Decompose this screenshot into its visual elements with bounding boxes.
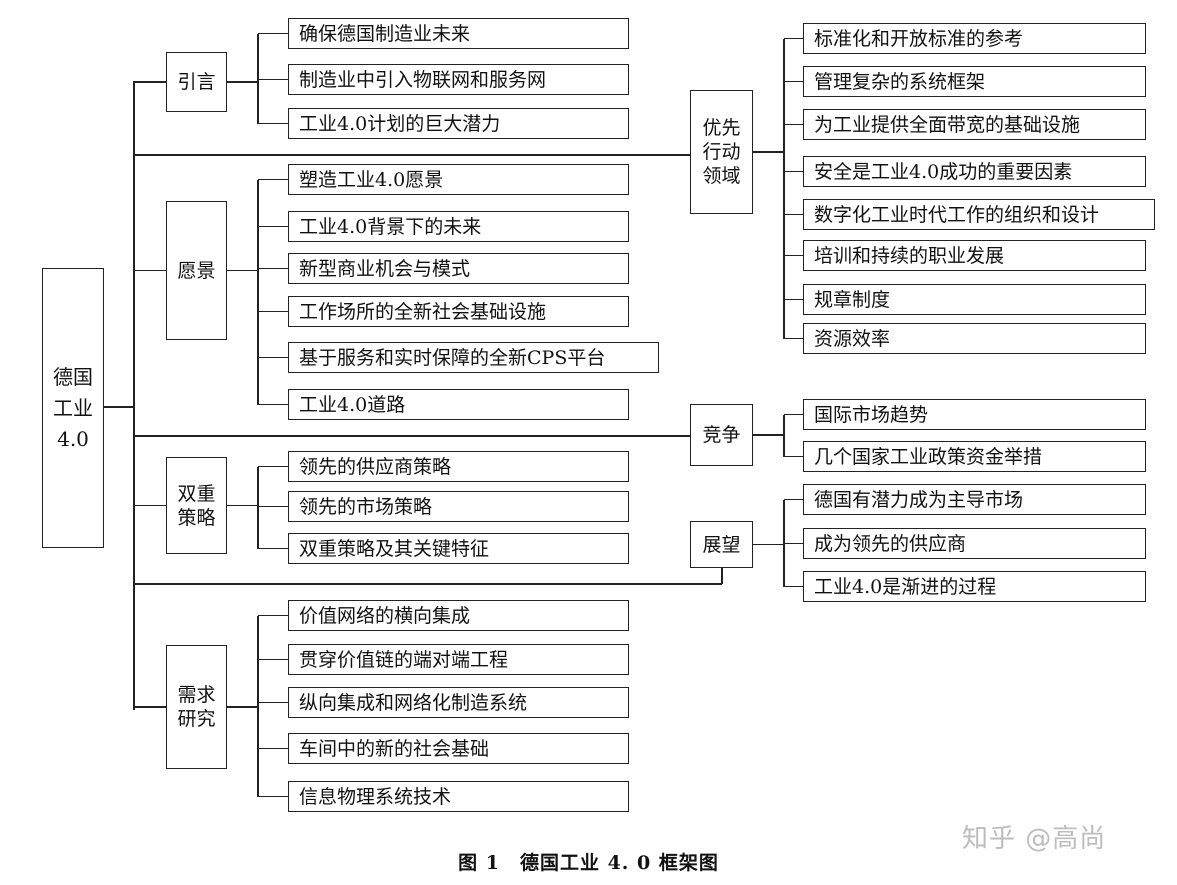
- connector-line: [258, 225, 288, 228]
- category-node: 双重策略: [166, 457, 227, 554]
- leaf-node: 为工业提供全面带宽的基础设施: [803, 109, 1146, 140]
- connector-line: [133, 81, 135, 710]
- connector-line: [784, 254, 803, 257]
- leaf-node: 国际市场趋势: [803, 399, 1146, 430]
- leaf-node: 培训和持续的职业发展: [803, 240, 1146, 271]
- category-node: 展望: [690, 521, 753, 568]
- leaf-node: 规章制度: [803, 284, 1146, 315]
- connector-line: [227, 706, 258, 708]
- connector-line: [784, 37, 803, 40]
- connector-line: [784, 213, 803, 216]
- connector-line: [784, 170, 803, 173]
- connector-line: [258, 403, 288, 406]
- connector-line: [258, 614, 288, 617]
- leaf-node: 确保德国制造业未来: [288, 18, 629, 49]
- category-node: 优先行动领域: [690, 90, 753, 214]
- connector-line: [258, 310, 288, 313]
- connector-line: [721, 568, 723, 584]
- connector-line: [784, 498, 803, 501]
- watermark: 知乎 @高尚: [962, 824, 1107, 854]
- category-node: 竞争: [690, 404, 753, 466]
- connector-line: [258, 78, 288, 81]
- leaf-node: 贯穿价值链的端对端工程: [288, 644, 629, 675]
- connector-line: [258, 658, 288, 661]
- connector-line: [784, 585, 803, 588]
- leaf-node: 工业4.0道路: [288, 389, 629, 420]
- connector-line: [784, 542, 803, 545]
- connector-line: [784, 413, 803, 416]
- connector-line: [258, 701, 288, 704]
- leaf-node: 管理复杂的系统框架: [803, 66, 1146, 97]
- leaf-node: 数字化工业时代工作的组织和设计: [803, 199, 1155, 230]
- connector-line: [258, 356, 288, 359]
- leaf-node: 成为领先的供应商: [803, 528, 1146, 559]
- connector-line: [257, 466, 259, 549]
- connector-line: [784, 455, 803, 458]
- connector-line: [258, 747, 288, 750]
- leaf-node: 德国有潜力成为主导市场: [803, 484, 1146, 515]
- connector-line: [134, 583, 722, 585]
- leaf-node: 车间中的新的社会基础: [288, 733, 629, 764]
- connector-line: [134, 154, 690, 156]
- connector-line: [227, 504, 258, 507]
- connector-line: [258, 547, 288, 550]
- connector-line: [258, 465, 288, 468]
- leaf-node: 基于服务和实时保障的全新CPS平台: [288, 342, 659, 373]
- connector-line: [227, 81, 258, 83]
- connector-line: [258, 122, 288, 125]
- connector-line: [258, 32, 288, 35]
- connector-line: [783, 414, 785, 457]
- leaf-node: 纵向集成和网络化制造系统: [288, 687, 629, 718]
- leaf-node: 领先的供应商策略: [288, 451, 629, 482]
- leaf-node: 新型商业机会与模式: [288, 253, 629, 284]
- connector-line: [134, 81, 166, 83]
- connector-line: [258, 178, 288, 181]
- connector-line: [227, 269, 258, 272]
- connector-line: [134, 435, 690, 437]
- connector-line: [784, 337, 803, 340]
- connector-line: [104, 406, 134, 408]
- leaf-node: 塑造工业4.0愿景: [288, 164, 629, 195]
- leaf-node: 价值网络的横向集成: [288, 600, 629, 631]
- leaf-node: 信息物理系统技术: [288, 781, 629, 812]
- category-node: 引言: [166, 52, 227, 112]
- connector-line: [258, 795, 288, 798]
- connector-line: [753, 434, 784, 436]
- connector-line: [784, 80, 803, 83]
- connector-line: [784, 123, 803, 126]
- connector-line: [257, 33, 259, 124]
- leaf-node: 资源效率: [803, 323, 1146, 354]
- connector-line: [753, 543, 784, 546]
- leaf-node: 领先的市场策略: [288, 491, 629, 522]
- leaf-node: 工业4.0背景下的未来: [288, 211, 629, 242]
- connector-line: [753, 151, 784, 153]
- leaf-node: 工作场所的全新社会基础设施: [288, 296, 629, 327]
- connector-line: [784, 298, 803, 301]
- leaf-node: 双重策略及其关键特征: [288, 533, 629, 564]
- leaf-node: 工业4.0计划的巨大潜力: [288, 108, 629, 139]
- connector-line: [783, 499, 785, 587]
- connector-line: [134, 706, 166, 708]
- connector-line: [134, 504, 166, 507]
- connector-line: [258, 267, 288, 270]
- leaf-node: 工业4.0是渐进的过程: [803, 571, 1146, 602]
- connector-line: [783, 38, 785, 339]
- leaf-node: 制造业中引入物联网和服务网: [288, 64, 629, 95]
- category-node: 需求研究: [166, 645, 227, 769]
- figure-caption: 图 1 德国工业 4. 0 框架图: [458, 852, 719, 874]
- connector-line: [257, 179, 259, 405]
- leaf-node: 安全是工业4.0成功的重要因素: [803, 156, 1146, 187]
- category-node: 愿景: [166, 201, 227, 340]
- leaf-node: 标准化和开放标准的参考: [803, 23, 1146, 54]
- connector-line: [258, 505, 288, 508]
- connector-line: [257, 615, 259, 797]
- connector-line: [134, 269, 166, 272]
- leaf-node: 几个国家工业政策资金举措: [803, 441, 1146, 472]
